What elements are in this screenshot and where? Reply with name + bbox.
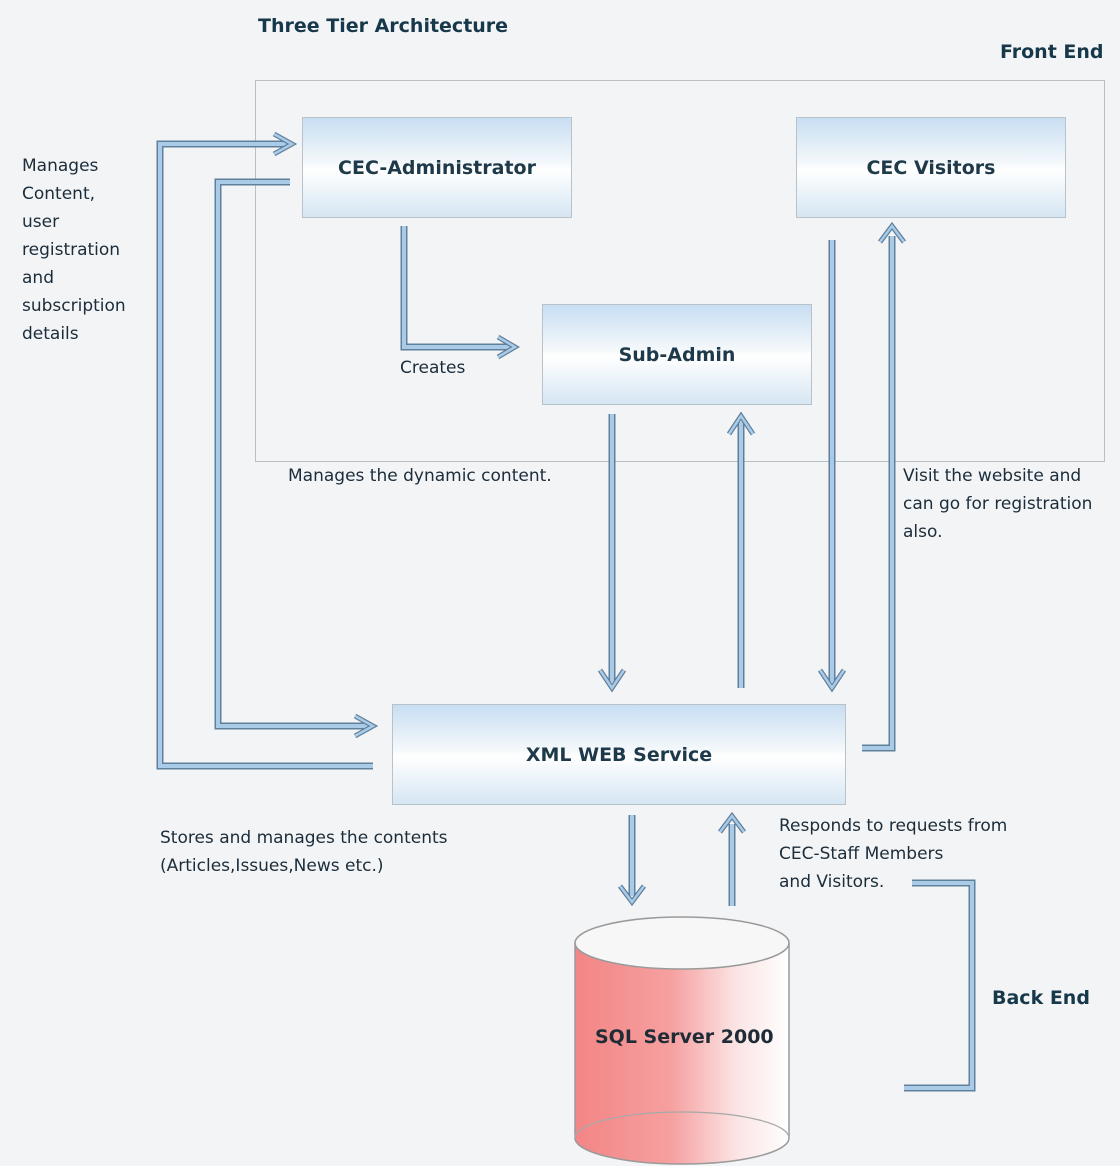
cec-visitors-node: CEC Visitors: [796, 117, 1066, 218]
creates-connector: [400, 226, 520, 360]
xml-to-sql-arrow: [618, 815, 646, 907]
creates-label: Creates: [400, 358, 466, 378]
sql-to-xml-arrow: [718, 811, 746, 906]
diagram-title: Three Tier Architecture: [258, 15, 509, 37]
admin-inner-connector: [214, 178, 379, 739]
dynamic-content-note: Manages the dynamic content.: [288, 466, 552, 486]
manages-content-note: Manages Content, user registration and s…: [22, 156, 126, 344]
subadmin-to-xml-arrow: [597, 414, 627, 693]
sub-admin-node: Sub-Admin: [542, 304, 812, 405]
sub-admin-label: Sub-Admin: [618, 343, 736, 366]
cec-administrator-label: CEC-Administrator: [338, 156, 536, 179]
stores-contents-note: Stores and manages the contents (Article…: [160, 828, 448, 876]
xml-web-service-node: XML WEB Service: [392, 704, 846, 805]
xml-to-visitors-connector: [862, 221, 906, 752]
admin-outer-connector: [156, 131, 373, 770]
visitors-to-xml-arrow: [817, 240, 847, 693]
visit-website-note: Visit the website and can go for registr…: [903, 466, 1093, 542]
cec-visitors-label: CEC Visitors: [866, 156, 996, 179]
cec-administrator-node: CEC-Administrator: [302, 117, 572, 218]
back-end-bracket: [904, 879, 976, 1092]
sql-database-cylinder: [574, 916, 790, 1165]
front-end-frame: [255, 80, 1105, 462]
responds-note: Responds to requests from CEC-Staff Memb…: [779, 816, 1008, 892]
sql-server-label: SQL Server 2000: [595, 1026, 774, 1048]
xml-web-service-label: XML WEB Service: [525, 743, 713, 766]
xml-to-subadmin-arrow: [726, 411, 756, 688]
front-end-label: Front End: [1000, 41, 1104, 63]
back-end-label: Back End: [992, 987, 1090, 1009]
